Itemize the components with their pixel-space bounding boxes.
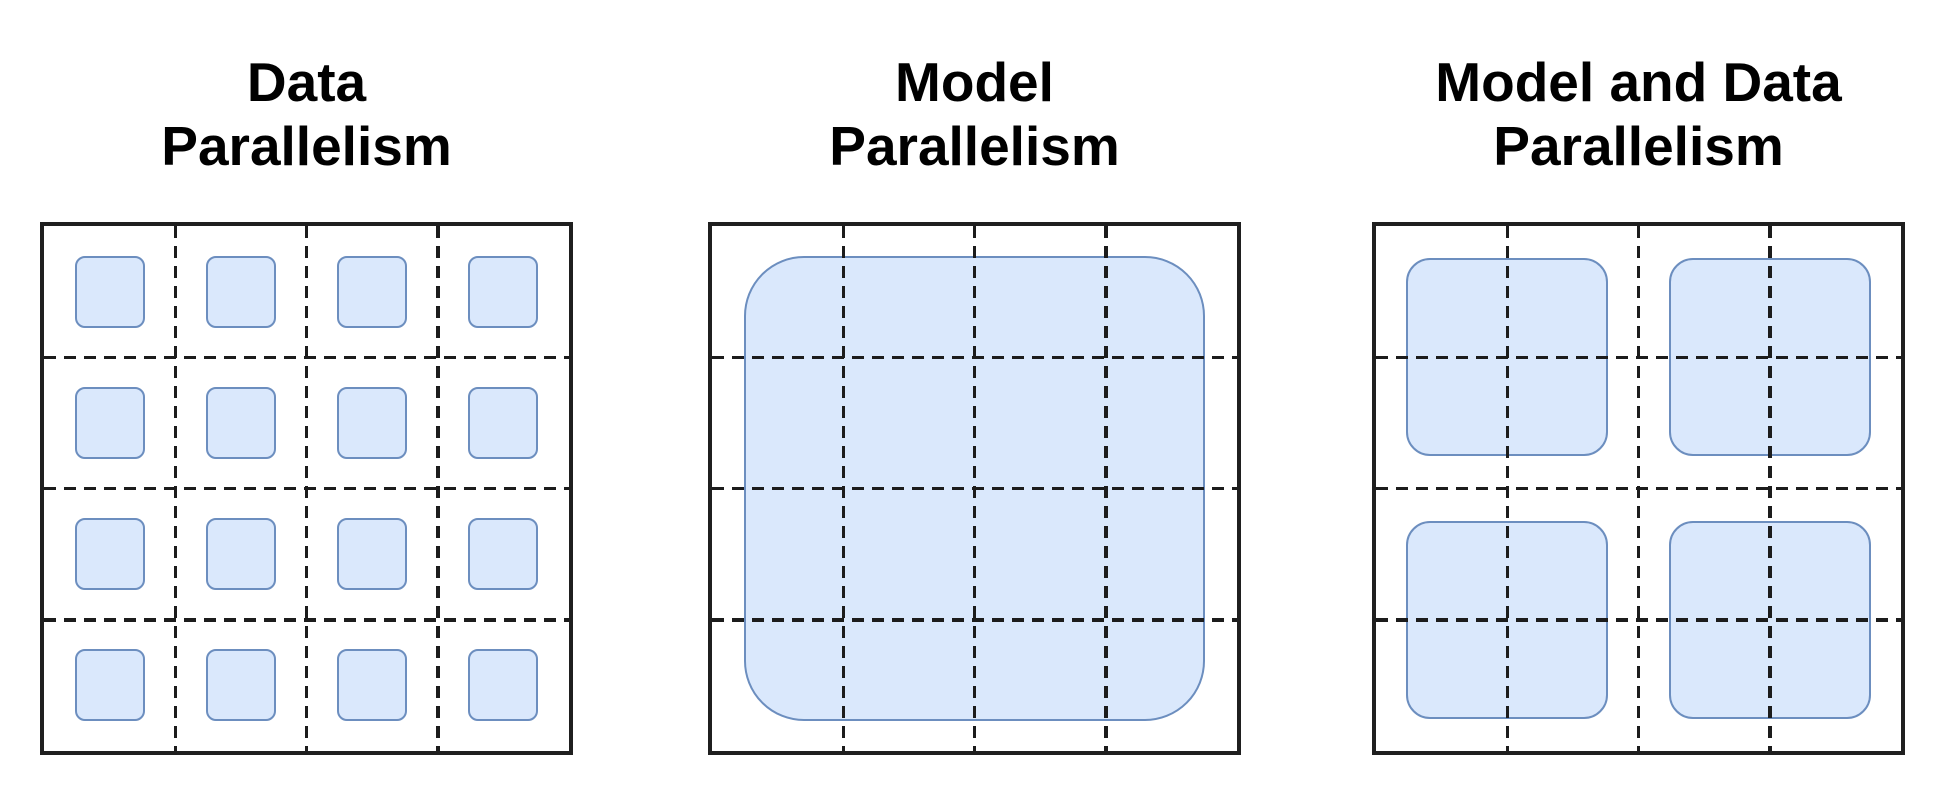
model-replica-shape — [205, 255, 276, 328]
model-replica-shape — [468, 386, 539, 459]
grid-divider-horizontal — [44, 618, 569, 622]
model-replica-shape — [468, 518, 539, 591]
panel-title-model-and-data-parallelism: Model and Data Parallelism — [1372, 0, 1905, 178]
model-replica-shape — [74, 255, 145, 328]
grid-box-model-parallelism — [708, 222, 1241, 755]
grid-box-model-and-data-parallelism — [1372, 222, 1905, 755]
panel-title-model-parallelism: Model Parallelism — [708, 0, 1241, 178]
model-replica-shape — [337, 386, 408, 459]
title-line-2: Parallelism — [829, 115, 1120, 177]
grid-divider-vertical — [1104, 226, 1108, 751]
title-line-1: Data — [246, 51, 367, 113]
grid-divider-horizontal — [712, 486, 1237, 491]
model-replica-shape — [205, 386, 276, 459]
grid-divider-vertical — [436, 226, 440, 751]
model-replica-shape — [337, 649, 408, 722]
model-replica-shape — [74, 386, 145, 459]
title-line-2: Parallelism — [1493, 115, 1784, 177]
model-replica-shape — [337, 518, 408, 591]
grid-divider-horizontal — [44, 486, 569, 491]
panel-title-data-parallelism: Data Parallelism — [40, 0, 573, 178]
grid-divider-horizontal — [1376, 486, 1901, 491]
model-replica-shape — [468, 649, 539, 722]
grid-box-data-parallelism — [40, 222, 573, 755]
panel-model-and-data-parallelism: Model and Data Parallelism — [1372, 0, 1905, 755]
model-replica-shape — [74, 518, 145, 591]
model-replica-shape — [337, 255, 408, 328]
model-replica-shape — [468, 255, 539, 328]
panel-data-parallelism: Data Parallelism — [40, 0, 573, 755]
grid-divider-vertical — [1768, 226, 1772, 751]
title-line-2: Parallelism — [161, 115, 452, 177]
title-line-1: Model and Data — [1435, 51, 1842, 113]
model-replica-shape — [74, 649, 145, 722]
model-replica-shape — [205, 649, 276, 722]
panel-model-parallelism: Model Parallelism — [708, 0, 1241, 755]
model-replica-shape — [205, 518, 276, 591]
grid-divider-horizontal — [1376, 618, 1901, 622]
title-line-1: Model — [895, 51, 1054, 113]
grid-divider-horizontal — [712, 618, 1237, 622]
